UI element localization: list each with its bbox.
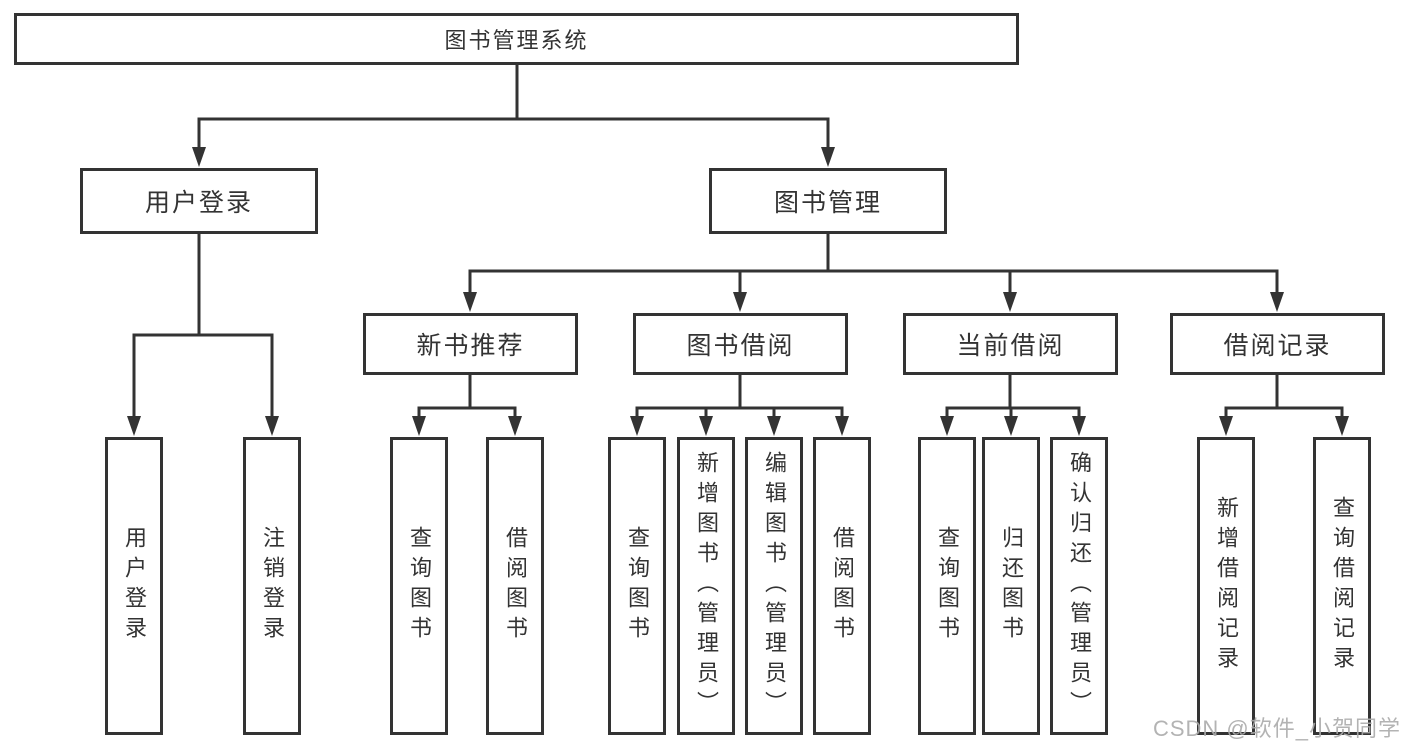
leaf-query-books-1-label: 查询图书 [407, 526, 432, 646]
leaf-query-borrow-record: 查询借阅记录 [1313, 437, 1371, 735]
connector-new-book-children [412, 375, 522, 436]
connector-root-to-level2 [192, 65, 835, 167]
node-book-management-label: 图书管理 [773, 189, 882, 217]
node-borrow-records-label: 借阅记录 [1223, 332, 1332, 360]
node-user-login: 用户登录 [80, 168, 318, 234]
leaf-add-borrow-record: 新增借阅记录 [1197, 437, 1255, 735]
leaf-add-book-admin-label: 新增图书（管理员） [694, 451, 719, 721]
node-root: 图书管理系统 [14, 13, 1019, 65]
connector-borrow-records-children [1219, 375, 1349, 436]
connector-book-borrow-children [630, 375, 849, 436]
leaf-return-book-label: 归还图书 [999, 526, 1024, 646]
node-book-management: 图书管理 [709, 168, 947, 234]
node-book-borrow-label: 图书借阅 [686, 332, 795, 360]
leaf-query-books-2: 查询图书 [608, 437, 666, 735]
node-root-label: 图书管理系统 [444, 28, 589, 53]
leaf-query-books-2-label: 查询图书 [625, 526, 650, 646]
leaf-logout-label: 注销登录 [260, 526, 285, 646]
leaf-borrow-books-2-label: 借阅图书 [830, 526, 855, 646]
connector-user-login-children [127, 234, 279, 436]
leaf-borrow-books-2: 借阅图书 [813, 437, 871, 735]
leaf-query-borrow-record-label: 查询借阅记录 [1330, 496, 1355, 676]
node-borrow-records: 借阅记录 [1170, 313, 1385, 375]
connector-current-borrow-children [940, 375, 1086, 436]
watermark: CSDN @软件_小贺同学 [1152, 716, 1401, 741]
node-current-borrow: 当前借阅 [903, 313, 1118, 375]
leaf-add-book-admin: 新增图书（管理员） [677, 437, 735, 735]
leaf-confirm-return-admin: 确认归还（管理员） [1050, 437, 1108, 735]
node-current-borrow-label: 当前借阅 [956, 332, 1065, 360]
leaf-edit-book-admin-label: 编辑图书（管理员） [762, 451, 787, 721]
node-new-book-recommend: 新书推荐 [363, 313, 578, 375]
node-book-borrow: 图书借阅 [633, 313, 848, 375]
leaf-borrow-books-1-label: 借阅图书 [503, 526, 528, 646]
leaf-query-books-3-label: 查询图书 [935, 526, 960, 646]
leaf-query-books-1: 查询图书 [390, 437, 448, 735]
leaf-user-login-label: 用户登录 [122, 526, 147, 646]
node-user-login-label: 用户登录 [144, 189, 253, 217]
leaf-confirm-return-admin-label: 确认归还（管理员） [1067, 451, 1092, 721]
connector-book-management-children [463, 234, 1284, 312]
leaf-logout: 注销登录 [243, 437, 301, 735]
node-new-book-recommend-label: 新书推荐 [416, 332, 525, 360]
leaf-borrow-books-1: 借阅图书 [486, 437, 544, 735]
leaf-edit-book-admin: 编辑图书（管理员） [745, 437, 803, 735]
leaf-add-borrow-record-label: 新增借阅记录 [1214, 496, 1239, 676]
leaf-query-books-3: 查询图书 [918, 437, 976, 735]
leaf-user-login: 用户登录 [105, 437, 163, 735]
leaf-return-book: 归还图书 [982, 437, 1040, 735]
